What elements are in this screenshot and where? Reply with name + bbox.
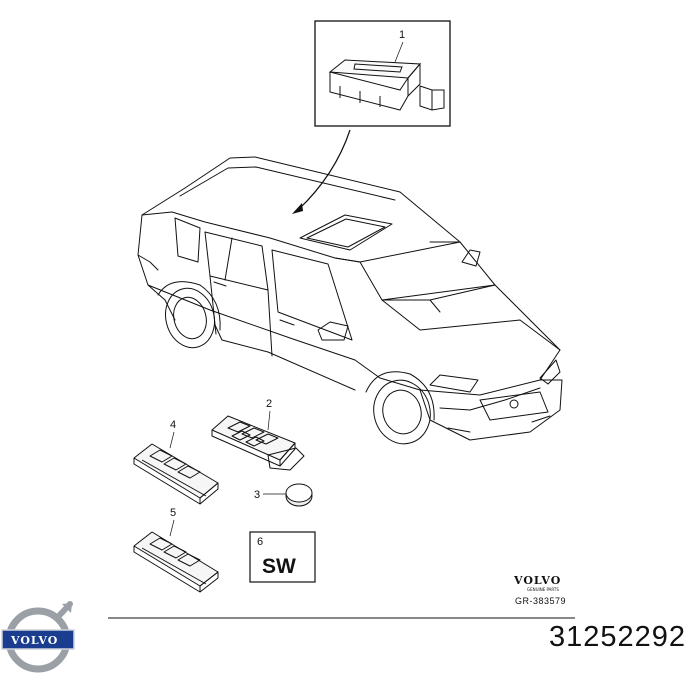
key-fob-part-4: 4: [133, 419, 219, 505]
callout-5: 5: [170, 507, 176, 519]
module-inset: 1: [314, 20, 451, 127]
coin-battery-part-3: 3: [254, 483, 313, 507]
callout-1: 1: [399, 29, 405, 41]
callout-4: 4: [170, 419, 176, 431]
volvo-logo: VOLVO: [1, 601, 75, 673]
software-label: SW: [262, 555, 296, 578]
pointer-arrow: [292, 129, 351, 214]
brand-block: VOLVO GENUINE PARTS GR-383579: [513, 574, 566, 606]
callout-3: 3: [254, 489, 260, 501]
key-fob-part-2: 2: [211, 398, 305, 471]
reference-code: GR-383579: [515, 596, 566, 606]
control-module: [328, 59, 445, 111]
callout-6: 6: [257, 536, 263, 548]
car-illustration: [137, 156, 563, 445]
part-number: 31252292: [548, 621, 686, 653]
brand-wordmark: VOLVO: [513, 574, 561, 587]
key-fob-part-5: 5: [133, 507, 219, 593]
logo-text: VOLVO: [10, 634, 58, 647]
software-box-part-6: 6 SW: [249, 531, 316, 583]
callout-2: 2: [266, 398, 272, 410]
brand-sub: GENUINE PARTS: [527, 587, 559, 592]
